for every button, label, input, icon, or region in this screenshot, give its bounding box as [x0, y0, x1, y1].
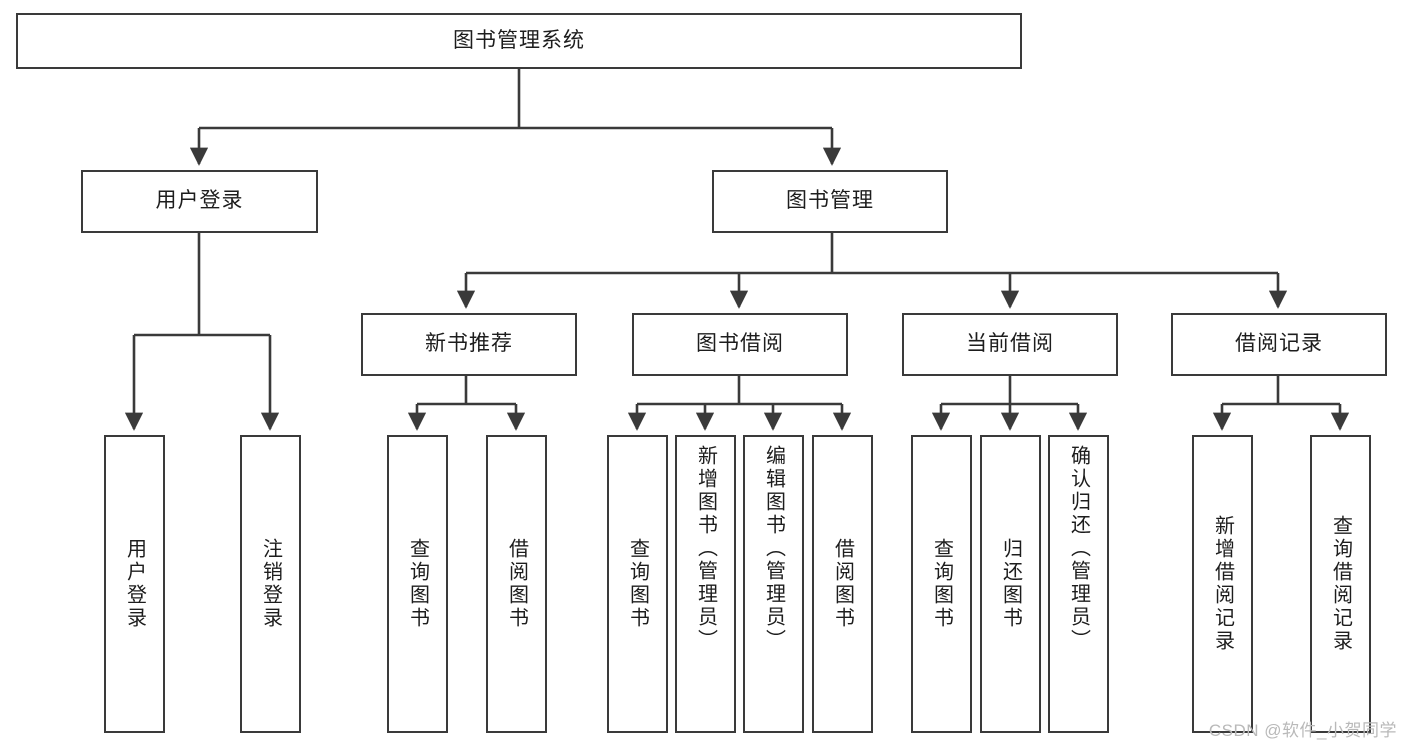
node-book-manage[interactable]: 图书管理 [712, 170, 948, 233]
node-leaf-edit-book[interactable]: 编辑图书（管理员） [743, 435, 804, 733]
node-borrow-record[interactable]: 借阅记录 [1171, 313, 1387, 376]
node-leaf-query-record[interactable]: 查询借阅记录 [1310, 435, 1371, 733]
node-book-manage-label: 图书管理 [786, 189, 874, 213]
node-leaf-return-book[interactable]: 归还图书 [980, 435, 1041, 733]
node-leaf-query-book-1-label: 查询图书 [406, 538, 429, 630]
node-leaf-query-book-3[interactable]: 查询图书 [911, 435, 972, 733]
node-user-login-label: 用户登录 [155, 189, 244, 213]
node-leaf-query-book-2[interactable]: 查询图书 [607, 435, 668, 733]
node-leaf-borrow-book-2[interactable]: 借阅图书 [812, 435, 873, 733]
node-leaf-add-book[interactable]: 新增图书（管理员） [675, 435, 736, 733]
node-current-borrow[interactable]: 当前借阅 [902, 313, 1118, 376]
node-root[interactable]: 图书管理系统 [16, 13, 1022, 69]
node-leaf-add-record[interactable]: 新增借阅记录 [1192, 435, 1253, 733]
node-leaf-confirm-return[interactable]: 确认归还（管理员） [1048, 435, 1109, 733]
csdn-watermark: CSDN @软件_小贺同学 [1208, 721, 1397, 740]
node-book-borrow[interactable]: 图书借阅 [632, 313, 848, 376]
node-leaf-confirm-return-label: 确认归还（管理员） [1067, 445, 1090, 652]
node-leaf-borrow-book-1[interactable]: 借阅图书 [486, 435, 547, 733]
node-leaf-query-book-3-label: 查询图书 [930, 538, 953, 630]
node-current-borrow-label: 当前借阅 [966, 332, 1054, 356]
node-new-book-recommend[interactable]: 新书推荐 [361, 313, 577, 376]
node-leaf-return-book-label: 归还图书 [999, 538, 1022, 630]
node-new-book-recommend-label: 新书推荐 [425, 332, 513, 356]
node-leaf-borrow-book-2-label: 借阅图书 [831, 538, 854, 630]
node-leaf-user-logout[interactable]: 注销登录 [240, 435, 301, 733]
node-leaf-user-logout-label: 注销登录 [259, 538, 282, 630]
node-leaf-query-book-1[interactable]: 查询图书 [387, 435, 448, 733]
node-book-borrow-label: 图书借阅 [696, 332, 784, 356]
node-borrow-record-label: 借阅记录 [1235, 332, 1323, 356]
node-user-login[interactable]: 用户登录 [81, 170, 318, 233]
node-leaf-user-login[interactable]: 用户登录 [104, 435, 165, 733]
node-leaf-query-book-2-label: 查询图书 [626, 538, 649, 630]
node-leaf-add-book-label: 新增图书（管理员） [694, 445, 717, 652]
node-leaf-borrow-book-1-label: 借阅图书 [505, 538, 528, 630]
node-leaf-edit-book-label: 编辑图书（管理员） [762, 445, 785, 652]
node-leaf-user-login-label: 用户登录 [123, 538, 146, 630]
node-leaf-query-record-label: 查询借阅记录 [1329, 515, 1352, 653]
node-leaf-add-record-label: 新增借阅记录 [1211, 515, 1234, 653]
node-root-label: 图书管理系统 [453, 28, 585, 52]
